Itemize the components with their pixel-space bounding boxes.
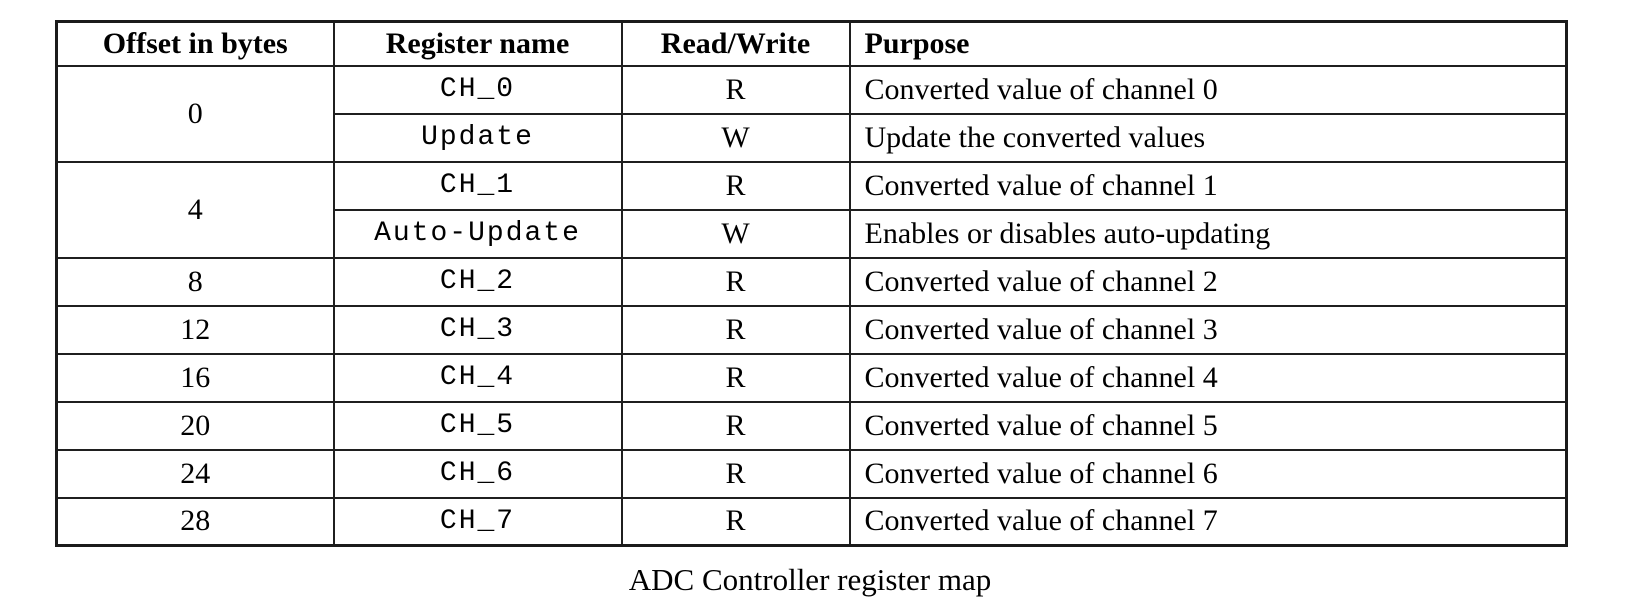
offset-cell: 4 [55, 160, 335, 259]
register-name-cell: CH_0 [332, 64, 623, 115]
purpose-cell: Converted value of channel 6 [848, 448, 1568, 499]
purpose-cell: Converted value of channel 0 [848, 64, 1568, 115]
purpose-cell: Converted value of channel 1 [848, 160, 1568, 211]
read-write-cell: R [620, 496, 851, 547]
register-name-cell: CH_4 [332, 352, 623, 403]
read-write-cell: R [620, 256, 851, 307]
column-header-register: Register name [332, 20, 623, 67]
offset-cell: 8 [55, 256, 335, 307]
offset-cell: 24 [55, 448, 335, 499]
purpose-cell: Converted value of channel 7 [848, 496, 1568, 547]
purpose-cell: Converted value of channel 4 [848, 352, 1568, 403]
register-name-cell: CH_5 [332, 400, 623, 451]
read-write-cell: R [620, 304, 851, 355]
read-write-cell: W [620, 112, 851, 163]
offset-cell: 20 [55, 400, 335, 451]
table-caption: ADC Controller register map [628, 562, 992, 597]
purpose-cell: Converted value of channel 3 [848, 304, 1568, 355]
purpose-cell: Converted value of channel 2 [848, 256, 1568, 307]
register-name-cell: CH_3 [332, 304, 623, 355]
register-name-cell: CH_2 [332, 256, 623, 307]
read-write-cell: R [620, 448, 851, 499]
column-header-readwrite: Read/Write [620, 20, 851, 67]
register-name-cell: Update [332, 112, 623, 163]
offset-cell: 12 [55, 304, 335, 355]
register-name-cell: CH_1 [332, 160, 623, 211]
purpose-cell: Enables or disables auto-updating [848, 208, 1568, 259]
register-map-table: Offset in bytes Register name Read/Write… [55, 20, 1568, 547]
purpose-cell: Update the converted values [848, 112, 1568, 163]
offset-cell: 28 [55, 496, 335, 547]
table-header-row: Offset in bytes Register name Read/Write… [55, 20, 1568, 67]
register-name-cell: CH_6 [332, 448, 623, 499]
read-write-cell: R [620, 64, 851, 115]
purpose-cell: Converted value of channel 5 [848, 400, 1568, 451]
offset-cell: 0 [55, 64, 335, 163]
register-name-cell: Auto-Update [332, 208, 623, 259]
read-write-cell: W [620, 208, 851, 259]
read-write-cell: R [620, 400, 851, 451]
column-header-purpose: Purpose [848, 20, 1568, 67]
read-write-cell: R [620, 160, 851, 211]
read-write-cell: R [620, 352, 851, 403]
register-name-cell: CH_7 [332, 496, 623, 547]
offset-cell: 16 [55, 352, 335, 403]
column-header-offset: Offset in bytes [55, 20, 335, 67]
register-map-figure: Offset in bytes Register name Read/Write… [55, 20, 1568, 598]
